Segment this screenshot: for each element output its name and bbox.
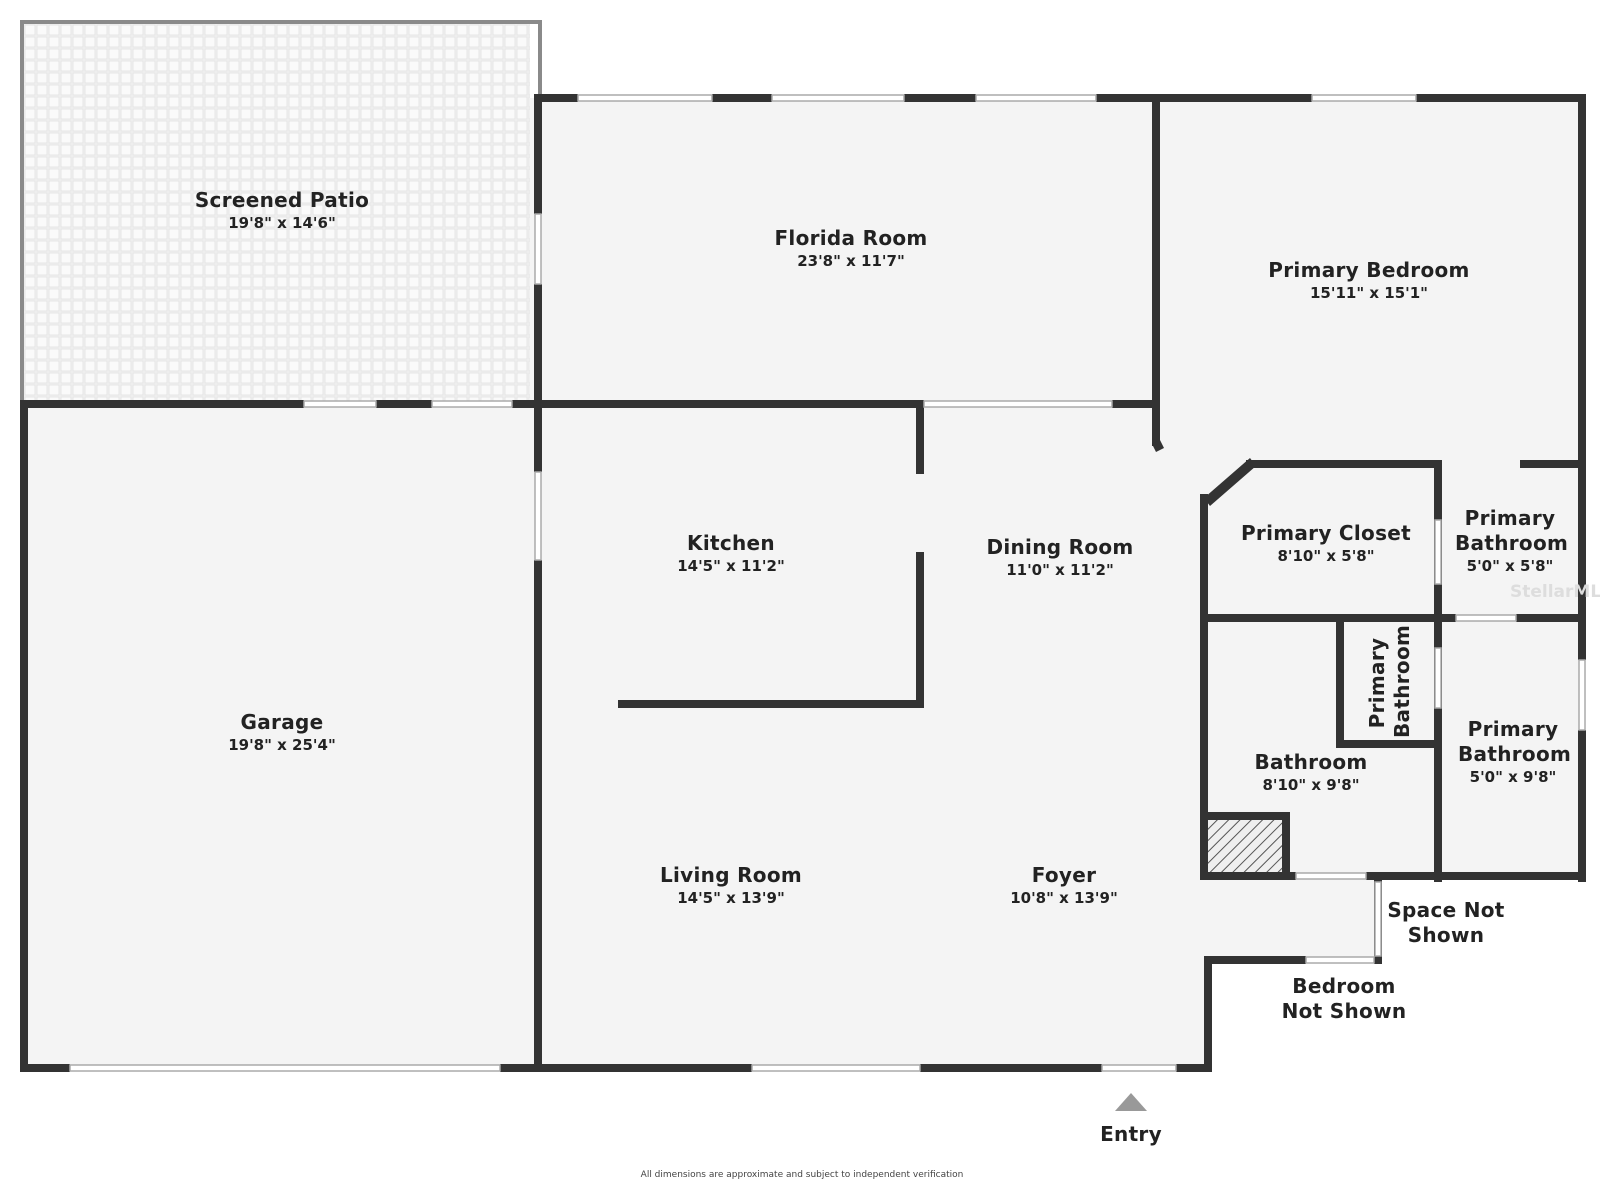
room-label-screened-patio: Screened Patio 19'8" x 14'6": [195, 188, 369, 233]
room-name: Screened Patio: [194, 188, 370, 212]
window: [1101, 1064, 1177, 1072]
room-dimensions: 14'5" x 13'9": [677, 889, 785, 907]
window: [1455, 614, 1517, 622]
window: [1311, 94, 1417, 102]
room-dimensions: 23'8" x 11'7": [797, 252, 905, 270]
window: [1434, 519, 1442, 585]
florida-room-floor: [530, 98, 1138, 402]
room-dimensions: 8'10" x 9'8": [1262, 776, 1360, 794]
entry-arrow-icon: [1115, 1093, 1147, 1111]
floor-areas: [24, 24, 1582, 1068]
east-wing-floor: [1208, 468, 1582, 878]
room-name: Primary Bathroom: [1365, 624, 1414, 738]
entry-label: Entry: [1100, 1122, 1162, 1146]
window: [1374, 881, 1382, 957]
room-name: Primary Bedroom: [1268, 258, 1470, 282]
room-dimensions: 11'0" x 11'2": [1006, 561, 1114, 579]
room-name: Garage: [240, 710, 324, 734]
window: [1434, 647, 1442, 709]
room-dimensions: 15'11" x 15'1": [1309, 284, 1428, 302]
room-label-primary-closet: Primary Closet 8'10" x 5'8": [1241, 521, 1411, 566]
room-label-primary-bathroom-lower: Primary Bathroom 5'0" x 9'8": [1458, 717, 1572, 787]
hatched-area: [1208, 820, 1282, 872]
room-label-florida-room: Florida Room 23'8" x 11'7": [774, 226, 927, 271]
disclaimer: All dimensions are approximate and subje…: [640, 1170, 964, 1180]
window: [975, 94, 1097, 102]
space-not-shown-note: Space Not Shown: [1387, 898, 1505, 947]
room-label-foyer: Foyer 10'8" x 13'9": [1010, 863, 1118, 908]
window: [534, 471, 542, 561]
room-dimensions: 14'5" x 11'2": [677, 557, 785, 575]
room-name: Primary Bathroom: [1458, 717, 1572, 766]
room-dimensions: 5'0" x 5'8": [1466, 557, 1554, 575]
room-name: Living Room: [659, 863, 803, 887]
main-floor: [530, 402, 1208, 1068]
room-label-primary-bedroom: Primary Bedroom 15'11" x 15'1": [1268, 258, 1469, 303]
windows: [69, 94, 1586, 1072]
window: [923, 400, 1113, 408]
room-dimensions: 5'0" x 9'8": [1469, 768, 1557, 786]
window: [1305, 956, 1375, 964]
window: [1578, 659, 1586, 731]
room-name: Primary Closet: [1240, 521, 1412, 545]
window: [577, 94, 713, 102]
room-name: Kitchen: [687, 531, 775, 555]
room-dimensions: 10'8" x 13'9": [1010, 889, 1118, 907]
room-label-dining-room: Dining Room 11'0" x 11'2": [986, 535, 1133, 580]
garage-floor: [24, 402, 530, 1068]
room-label-primary-bathroom-small: Primary Bathroom: [1365, 624, 1415, 738]
room-name: Dining Room: [986, 535, 1134, 559]
room-name: Florida Room: [774, 226, 928, 250]
window: [431, 400, 513, 408]
room-name: Foyer: [1031, 863, 1097, 887]
window: [751, 1064, 921, 1072]
bedroom-not-shown-note: Bedroom Not Shown: [1281, 974, 1407, 1023]
room-name: Bathroom: [1254, 750, 1368, 774]
walls: [20, 20, 1586, 1072]
bedroom-floor: [1138, 98, 1582, 468]
room-label-living-room: Living Room 14'5" x 13'9": [660, 863, 802, 908]
window: [1295, 872, 1367, 880]
room-label-bathroom: Bathroom 8'10" x 9'8": [1254, 750, 1367, 795]
window: [303, 400, 377, 408]
window: [534, 213, 542, 285]
window: [69, 1064, 501, 1072]
room-dimensions: 8'10" x 5'8": [1277, 547, 1375, 565]
room-label-primary-bathroom-upper: Primary Bathroom 5'0" x 5'8": [1455, 506, 1569, 576]
room-name: Primary Bathroom: [1455, 506, 1569, 555]
hall-floor: [1200, 878, 1380, 958]
watermark: StellarMLS: [1510, 582, 1600, 602]
window: [771, 94, 905, 102]
patio-floor: [24, 24, 530, 402]
room-label-kitchen: Kitchen 14'5" x 11'2": [677, 531, 785, 576]
room-dimensions: 19'8" x 25'4": [228, 736, 336, 754]
room-label-garage: Garage 19'8" x 25'4": [228, 710, 336, 755]
room-dimensions: 19'8" x 14'6": [228, 214, 336, 232]
